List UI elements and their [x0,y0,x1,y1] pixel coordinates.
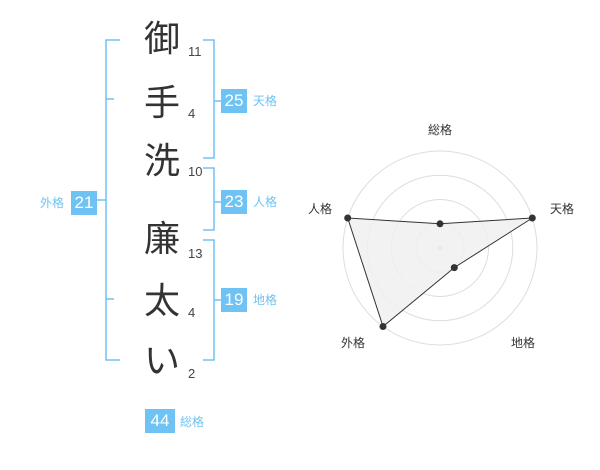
chikaku-label: 地格 [253,293,278,307]
name-char-5: 太 [143,281,180,322]
tenkaku-bracket [203,39,215,159]
tenkaku-label: 天格 [253,94,278,108]
radar-axis-label-soukaku: 総格 [428,123,453,137]
tenkaku-value: 25 [221,89,247,113]
radar-axis-label-tenkaku: 天格 [550,202,575,216]
radar-axis-label-gaikaku: 外格 [341,336,366,350]
jinkaku-bracket [203,167,215,231]
jinkaku-label: 人格 [253,195,278,209]
radar-point-1 [436,220,444,228]
radar-series-polygon [346,217,533,328]
soukaku-label: 総格 [180,415,205,429]
stroke-count-5: 4 [188,305,196,320]
stroke-count-3: 10 [188,164,203,179]
name-char-6: い [143,341,180,382]
stroke-count-6: 2 [188,366,196,381]
jinkaku-value: 23 [221,190,247,214]
radar-point-2 [528,214,536,222]
name-char-4: 廉 [143,219,180,260]
stroke-count-2: 4 [188,106,196,121]
gaikaku-label: 外格 [40,196,65,210]
radar-point-3 [450,264,458,272]
stroke-count-1: 11 [188,44,202,59]
name-char-3: 洗 [143,141,180,182]
name-char-1: 御 [143,19,180,60]
stroke-count-4: 13 [188,246,203,261]
radar-point-4 [379,323,387,330]
soukaku-value: 44 [145,409,175,433]
gaikaku-value: 21 [71,191,97,215]
radar-point-5 [344,214,352,222]
chikaku-value: 19 [221,288,247,312]
name-char-2: 手 [143,83,180,124]
radar-axis-label-chikaku: 地格 [511,336,536,350]
radar-axis-label-jinkaku: 人格 [308,202,333,216]
